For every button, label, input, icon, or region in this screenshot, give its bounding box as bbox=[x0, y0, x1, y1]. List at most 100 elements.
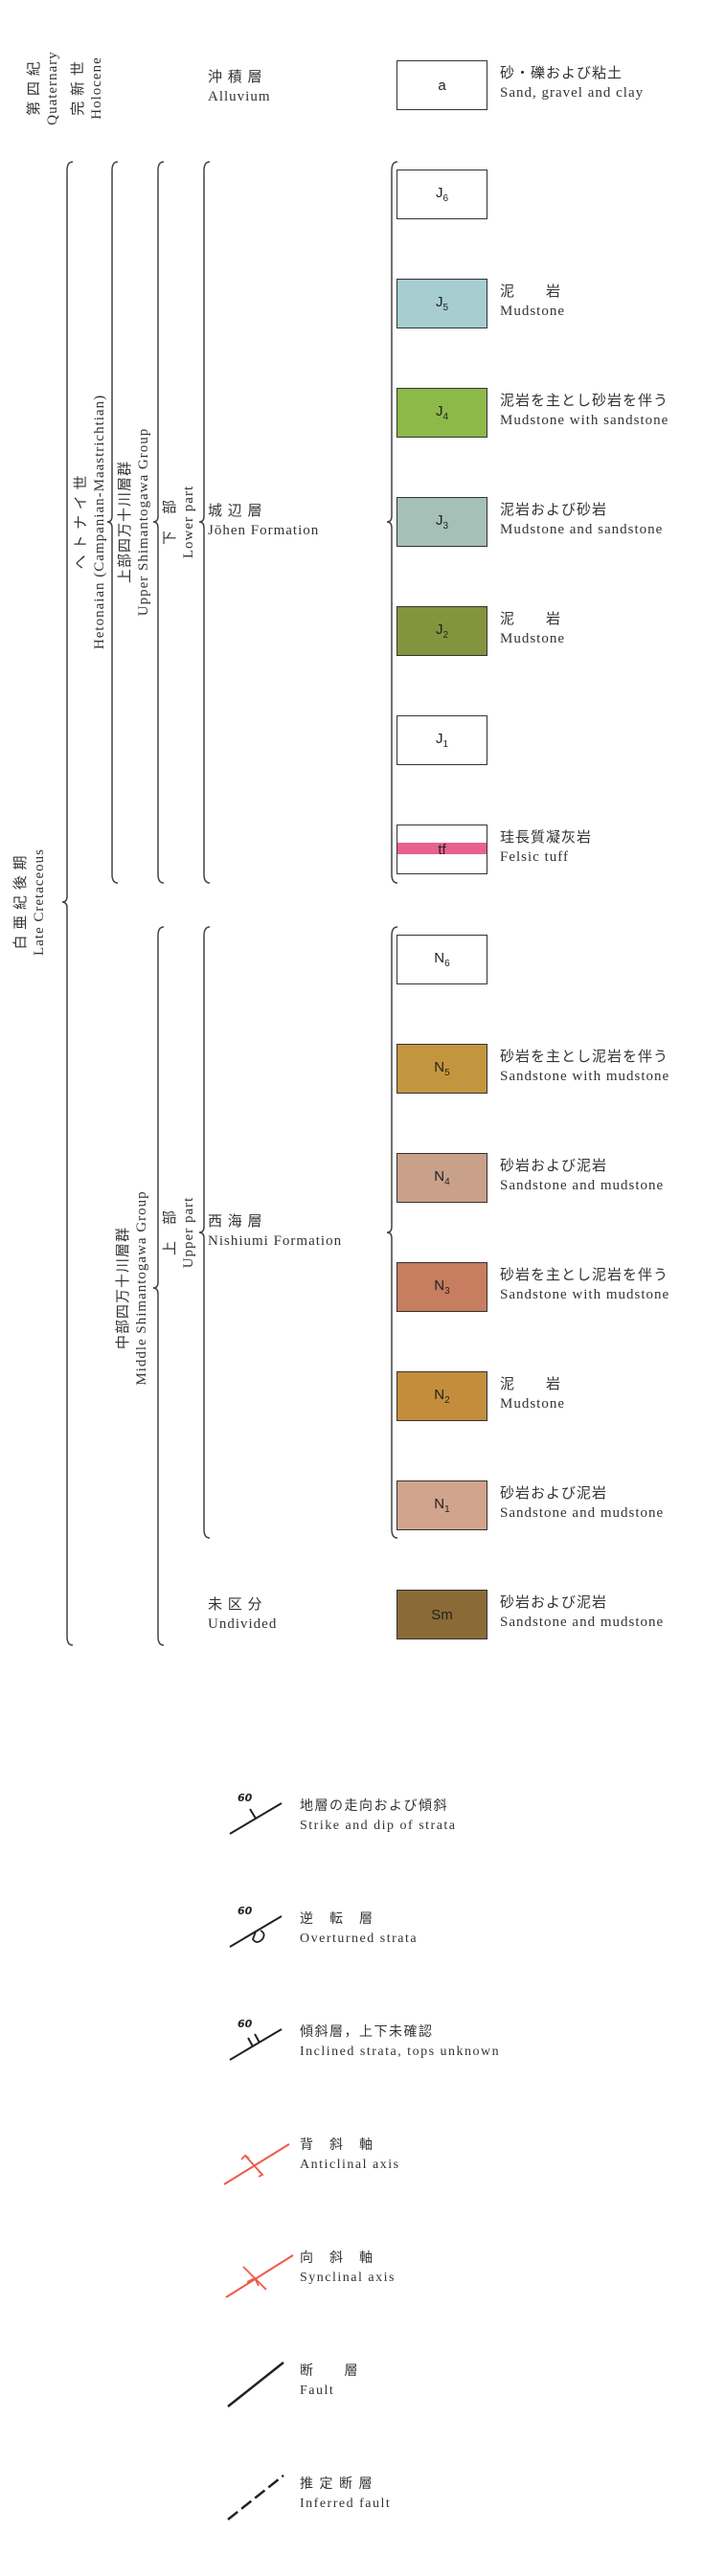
unit-box-tf: tf bbox=[396, 825, 487, 874]
unit-description: 砂岩を主とし泥岩を伴う Sandstone with mudstone bbox=[500, 1048, 669, 1086]
unit-description-en: Mudstone bbox=[500, 1396, 565, 1412]
unit-description-en: Mudstone bbox=[500, 631, 565, 646]
unit-box-a: a bbox=[396, 60, 487, 110]
inferred-fault-icon bbox=[218, 2464, 295, 2531]
symbol-label-jp: 向 斜 軸 bbox=[300, 2251, 374, 2266]
unit-description-jp: 泥岩および砂岩 bbox=[500, 503, 608, 518]
unit-code: J6 bbox=[435, 185, 449, 204]
unit-description-jp: 砂岩および泥岩 bbox=[500, 1486, 608, 1502]
symbol-label-jp: 背 斜 軸 bbox=[300, 2138, 374, 2153]
unit-description: 泥岩および砂岩 Mudstone and sandstone bbox=[500, 501, 663, 539]
unit-box-j4: J4 bbox=[396, 388, 487, 438]
unit-description-en: Felsic tuff bbox=[500, 849, 569, 865]
unit-code-subscript: 4 bbox=[442, 412, 449, 422]
late-cretaceous-jp: 白 亜 紀 後 期 bbox=[13, 854, 29, 950]
strike-dip-icon: 60 bbox=[218, 1786, 295, 1853]
holocene-jp: 完 新 世 bbox=[71, 60, 86, 116]
alluvium-en: Alluvium bbox=[208, 89, 271, 104]
unit-code: N1 bbox=[434, 1496, 450, 1515]
unit-code-subscript: 1 bbox=[442, 739, 449, 750]
unit-description-jp: 珪長質凝灰岩 bbox=[500, 830, 593, 846]
middle-shimantogawa-en: Middle Shimantogawa Group bbox=[134, 1190, 149, 1386]
lower-part-en: Lower part bbox=[181, 485, 196, 559]
symbol-label-en: Anticlinal axis bbox=[300, 2158, 400, 2172]
symbol-label: 逆 転 層 Overturned strata bbox=[300, 1910, 418, 1949]
alluvium-jp: 沖 積 層 bbox=[208, 70, 263, 85]
unit-description-en: Mudstone and sandstone bbox=[500, 522, 664, 537]
middle-shimantogawa-jp: 中部四万十川層群 bbox=[116, 1227, 131, 1350]
upper-shimantogawa-brace bbox=[152, 161, 165, 884]
unit-code-subscript: 6 bbox=[442, 193, 449, 204]
nishiumi-brace bbox=[386, 926, 398, 1539]
unit-box-n3: N3 bbox=[396, 1262, 487, 1312]
anticlinal-axis-icon bbox=[218, 2125, 295, 2192]
hetonaian-jp: ヘ ト ナ イ 世 bbox=[74, 474, 89, 570]
overturned-strata-icon: 60 bbox=[218, 1899, 295, 1966]
unit-description-jp: 砂岩を主とし泥岩を伴う bbox=[500, 1268, 669, 1283]
symbol-label: 推 定 断 層 Inferred fault bbox=[300, 2475, 391, 2514]
unit-code-subscript: 5 bbox=[442, 303, 449, 313]
hetonaian-en: Hetonaian (Campanian-Maastrichtian) bbox=[92, 394, 107, 650]
unit-code: N3 bbox=[434, 1277, 450, 1297]
unit-code-subscript: 6 bbox=[444, 959, 450, 969]
lower-part-brace bbox=[198, 161, 211, 884]
unit-box-j5: J5 bbox=[396, 279, 487, 328]
symbol-label-jp: 逆 転 層 bbox=[300, 1912, 374, 1927]
symbol-label-en: Overturned strata bbox=[300, 1932, 419, 1946]
late-cretaceous-en: Late Cretaceous bbox=[32, 847, 47, 957]
unit-code: a bbox=[438, 77, 446, 94]
unit-box-n1: N1 bbox=[396, 1480, 487, 1530]
unit-description-jp: 泥岩を主とし砂岩を伴う bbox=[500, 394, 669, 409]
unit-code: tf bbox=[438, 841, 446, 858]
fault-icon bbox=[218, 2351, 295, 2418]
alluvium-label: 沖 積 層 Alluvium bbox=[208, 68, 271, 106]
unit-description-en: Sandstone and mudstone bbox=[500, 1615, 665, 1630]
unit-box-n4: N4 bbox=[396, 1153, 487, 1203]
upper-part-jp: 上 部 bbox=[163, 1209, 178, 1256]
synclinal-axis-icon bbox=[218, 2238, 295, 2305]
unit-box-n6: N6 bbox=[396, 935, 487, 984]
unit-code: N6 bbox=[434, 950, 450, 969]
upper-part-brace bbox=[198, 926, 211, 1539]
inclined-strata-icon: 60 bbox=[218, 2012, 295, 2079]
dip-value: 60 bbox=[238, 1792, 253, 1804]
johen-jp: 城 辺 層 bbox=[208, 504, 263, 519]
unit-code-subscript: 5 bbox=[444, 1068, 450, 1078]
unit-description-jp: 砂岩を主とし泥岩を伴う bbox=[500, 1050, 669, 1065]
unit-box-j3: J3 bbox=[396, 497, 487, 547]
unit-code-subscript: 3 bbox=[442, 521, 449, 531]
symbol-label-en: Inclined strata, tops unknown bbox=[300, 2045, 501, 2059]
upper-shimantogawa-jp: 上部四万十川層群 bbox=[118, 461, 133, 584]
symbol-label-jp: 断 層 bbox=[300, 2364, 359, 2379]
unit-code-subscript: 2 bbox=[442, 630, 449, 641]
unit-description-jp: 泥 岩 bbox=[500, 1377, 562, 1392]
johen-brace bbox=[386, 161, 398, 884]
quaternary-en: Quaternary bbox=[45, 51, 60, 125]
symbol-label-jp: 推 定 断 層 bbox=[300, 2477, 374, 2492]
unit-description-en: Sandstone with mudstone bbox=[500, 1069, 670, 1084]
unit-description-jp: 泥 岩 bbox=[500, 284, 562, 300]
hetonaian-brace bbox=[106, 161, 119, 884]
unit-code: J2 bbox=[435, 621, 449, 641]
unit-code: J3 bbox=[435, 512, 449, 531]
unit-description-en: Sandstone and mudstone bbox=[500, 1178, 665, 1193]
unit-box-j6: J6 bbox=[396, 169, 487, 219]
unit-description-jp: 泥 岩 bbox=[500, 612, 562, 627]
unit-code: J5 bbox=[435, 294, 449, 313]
unit-box-j1: J1 bbox=[396, 715, 487, 765]
unit-description-jp: 砂・礫および粘土 bbox=[500, 66, 623, 81]
nishiumi-en: Nishiumi Formation bbox=[208, 1233, 343, 1249]
symbol-label: 断 層 Fault bbox=[300, 2362, 359, 2401]
undivided-en: Undivided bbox=[208, 1616, 278, 1632]
unit-description-en: Sandstone with mudstone bbox=[500, 1287, 670, 1302]
symbol-label-en: Inferred fault bbox=[300, 2497, 392, 2511]
symbol-label-en: Synclinal axis bbox=[300, 2271, 396, 2285]
symbol-label-en: Fault bbox=[300, 2384, 335, 2398]
quaternary-jp: 第 四 紀 bbox=[27, 60, 42, 116]
middle-shimantogawa-brace bbox=[152, 926, 165, 1646]
dip-value: 60 bbox=[238, 1905, 253, 1917]
